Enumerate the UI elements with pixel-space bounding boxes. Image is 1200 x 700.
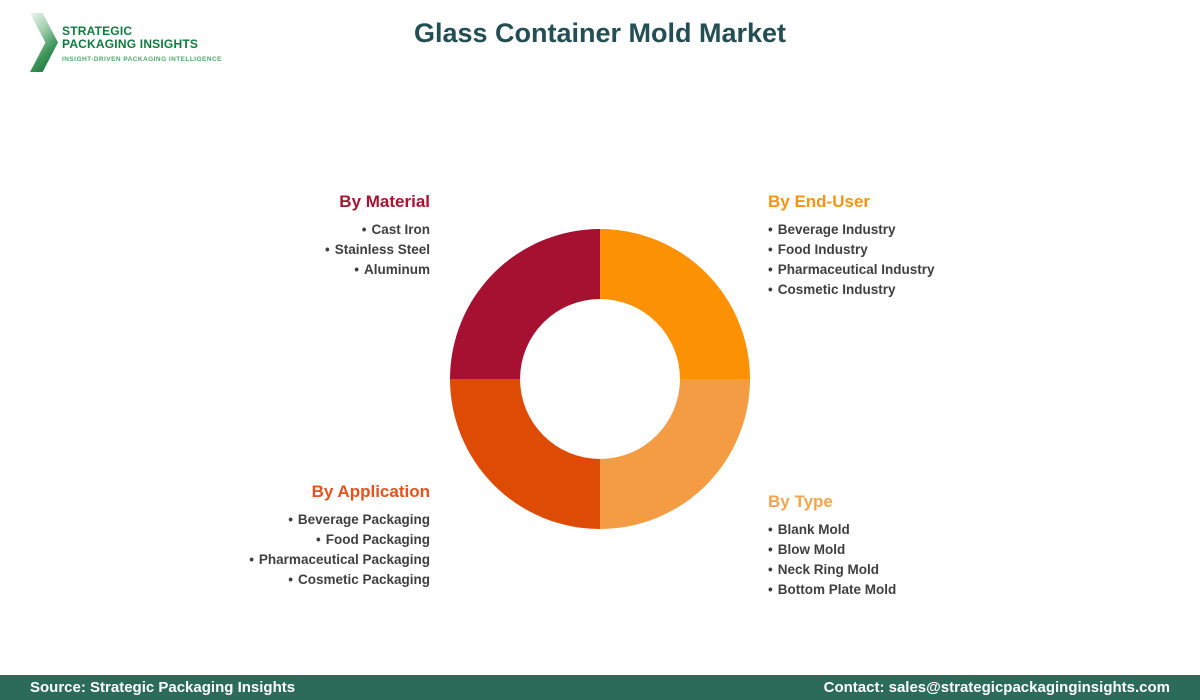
list-item-label: Cosmetic Packaging: [297, 572, 430, 587]
donut-slice-by-end-user: [600, 229, 750, 379]
bullet-icon: •: [768, 282, 773, 297]
segment-by-application-title: By Application: [311, 482, 430, 501]
list-item: • Beverage Packaging: [249, 510, 430, 530]
list-item: • Cast Iron: [325, 220, 430, 240]
segment-by-end-user: By End-User • Beverage Industry • Food Indu…: [768, 192, 935, 300]
logo: STRATEGIC PACKAGING INSIGHTS INSIGHT-DRI…: [30, 13, 222, 72]
list-item-label: Food Industry: [777, 242, 868, 257]
logo-tagline: INSIGHT-DRIVEN PACKAGING INTELLIGENCE: [62, 56, 222, 63]
donut-slice-by-application: [450, 379, 600, 529]
page-title: Glass Container Mold Market: [413, 18, 787, 48]
bullet-icon: •: [249, 552, 254, 567]
segment-by-type-title: By Type: [768, 492, 833, 511]
list-item-label: Cosmetic Industry: [777, 282, 896, 297]
segment-by-material-list: • Cast Iron • Stainless Steel • Aluminum: [325, 220, 430, 280]
logo-text: STRATEGIC PACKAGING INSIGHTS INSIGHT-DRI…: [62, 25, 222, 72]
bullet-icon: •: [768, 582, 773, 597]
bullet-icon: •: [288, 572, 293, 587]
list-item-label: Bottom Plate Mold: [777, 582, 897, 597]
list-item: • Bottom Plate Mold: [768, 580, 896, 600]
list-item: • Pharmaceutical Packaging: [249, 550, 430, 570]
bullet-icon: •: [768, 542, 773, 557]
donut-slice-by-material: [450, 229, 600, 379]
bullet-icon: •: [768, 222, 773, 237]
donut-chart-container: [450, 229, 750, 529]
footer-source-text: Source: Strategic Packaging Insights: [30, 679, 296, 696]
list-item-label: Blow Mold: [777, 542, 846, 557]
bullet-icon: •: [768, 522, 773, 537]
list-item: • Pharmaceutical Industry: [768, 260, 935, 280]
list-item: • Neck Ring Mold: [768, 560, 896, 580]
bullet-icon: •: [361, 222, 367, 237]
segment-by-application: By Application • Beverage Packaging • Food …: [249, 482, 430, 590]
list-item: • Beverage Industry: [768, 220, 935, 240]
segment-by-material-title: By Material: [339, 192, 430, 211]
list-item: • Cosmetic Packaging: [249, 570, 430, 590]
donut-chart: [450, 229, 750, 529]
bullet-icon: •: [768, 262, 773, 277]
list-item: • Blow Mold: [768, 540, 896, 560]
segment-by-type-list: • Blank Mold • Blow Mold • Neck Ring Mold • Bot…: [768, 520, 896, 600]
list-item-label: Pharmaceutical Packaging: [258, 552, 430, 567]
bullet-icon: •: [288, 512, 293, 527]
bullet-icon: •: [768, 562, 773, 577]
list-item: • Food Packaging: [249, 530, 430, 550]
list-item: • Blank Mold: [768, 520, 896, 540]
segment-by-material: By Material • Cast Iron • Stainless Steel • A…: [325, 192, 430, 280]
bullet-icon: •: [768, 242, 773, 257]
logo-name: STRATEGIC PACKAGING INSIGHTS: [62, 24, 199, 51]
list-item-label: Aluminum: [364, 262, 430, 277]
segment-by-end-user-list: • Beverage Industry • Food Industry • Pharmac…: [768, 220, 935, 300]
segment-by-type: By Type • Blank Mold • Blow Mold • Neck Ring …: [768, 492, 896, 600]
list-item: • Stainless Steel: [325, 240, 430, 260]
bullet-icon: •: [324, 242, 330, 257]
list-item-label: Food Packaging: [325, 532, 430, 547]
list-item-label: Pharmaceutical Industry: [777, 262, 935, 277]
segment-by-end-user-title: By End-User: [768, 192, 871, 211]
bullet-icon: •: [354, 262, 359, 277]
list-item-label: Beverage Packaging: [297, 512, 430, 527]
list-item-label: Beverage Industry: [777, 222, 896, 237]
list-item: • Food Industry: [768, 240, 935, 260]
list-item: • Aluminum: [325, 260, 430, 280]
list-item-label: Stainless Steel: [334, 242, 430, 257]
list-item-label: Neck Ring Mold: [777, 562, 879, 577]
bullet-icon: •: [316, 532, 321, 547]
segment-by-application-list: • Beverage Packaging • Food Packaging • Pharm…: [249, 510, 430, 590]
list-item-label: Cast Iron: [371, 222, 430, 237]
list-item-label: Blank Mold: [777, 522, 850, 537]
footer-contact-text: Contact: sales@strategicpackaginginsight…: [823, 679, 1170, 696]
donut-slice-by-type: [600, 379, 750, 529]
footer-bar: Source: Strategic Packaging Insights Con…: [0, 675, 1200, 700]
list-item: • Cosmetic Industry: [768, 280, 935, 300]
